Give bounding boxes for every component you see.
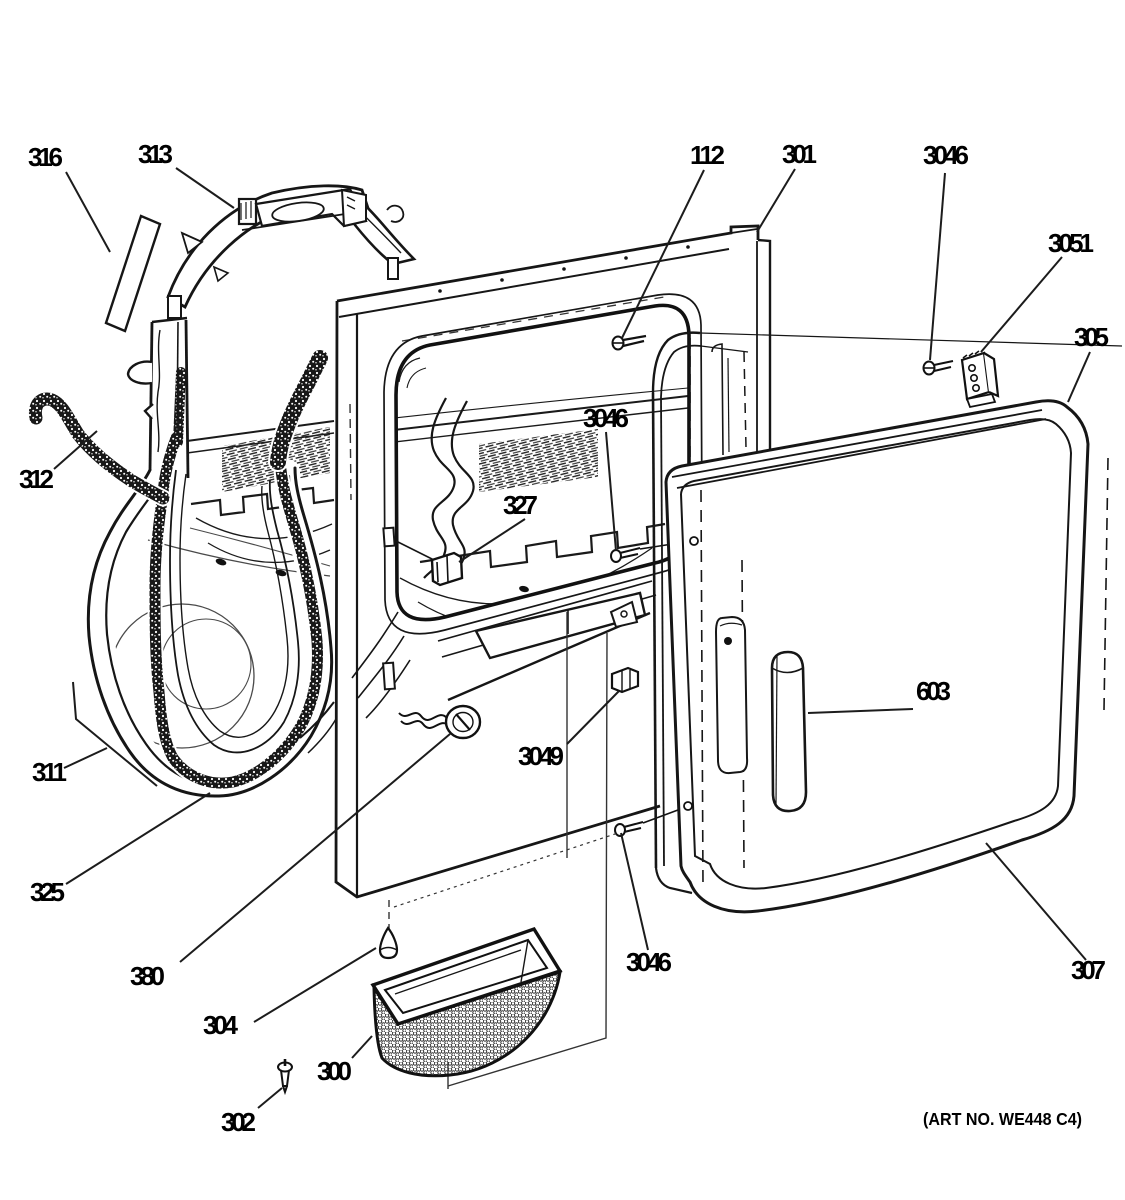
svg-text:3046: 3046: [583, 403, 629, 433]
svg-text:112: 112: [690, 140, 725, 170]
svg-text:302: 302: [221, 1107, 256, 1137]
svg-text:300: 300: [317, 1056, 352, 1086]
svg-text:3046: 3046: [626, 947, 672, 977]
svg-text:380: 380: [130, 961, 165, 991]
svg-text:(ART NO. WE448 C4): (ART NO. WE448 C4): [923, 1109, 1082, 1129]
svg-text:313: 313: [138, 139, 173, 169]
svg-text:304: 304: [203, 1010, 239, 1040]
svg-text:3046: 3046: [923, 140, 969, 170]
svg-text:3049: 3049: [518, 741, 564, 771]
svg-text:307: 307: [1071, 955, 1106, 985]
svg-text:3051: 3051: [1048, 228, 1094, 258]
svg-text:301: 301: [782, 139, 817, 169]
svg-text:305: 305: [1074, 322, 1109, 352]
svg-text:327: 327: [503, 490, 538, 520]
svg-text:603: 603: [916, 676, 951, 706]
svg-text:325: 325: [30, 877, 65, 907]
svg-text:311: 311: [32, 757, 67, 787]
svg-text:312: 312: [19, 464, 54, 494]
svg-text:316: 316: [28, 142, 63, 172]
